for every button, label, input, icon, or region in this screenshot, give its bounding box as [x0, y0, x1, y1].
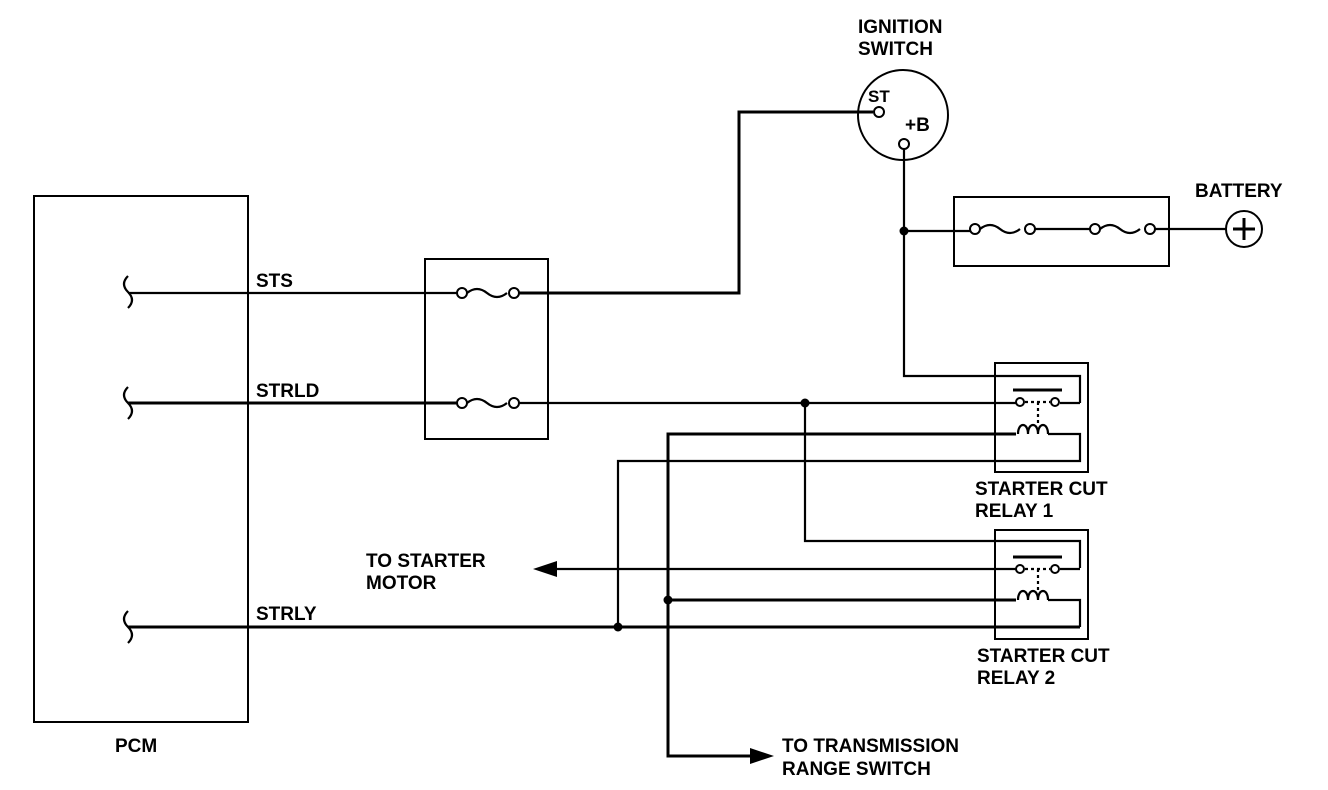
sts-label: STS — [256, 271, 293, 292]
strly-junction-dot — [613, 622, 623, 632]
relay1-label-line1: STARTER CUT — [975, 479, 1108, 500]
relay1-box — [994, 362, 1089, 473]
relay1-to-strly-wire — [616, 459, 1016, 627]
battery-label: BATTERY — [1195, 181, 1283, 202]
fuse-batt1-terminal-right — [1024, 223, 1036, 235]
relay2-contact-left — [1015, 564, 1025, 574]
fuse-block-pcm — [424, 258, 549, 440]
sts-to-ignition-wire — [519, 110, 873, 295]
relay1-coil-right-wire — [1016, 432, 1082, 463]
fuse-sts-terminal-left — [456, 287, 468, 299]
fuse-batt1-icon — [979, 223, 1021, 235]
trs-junction-dot — [663, 595, 673, 605]
ignition-b-terminal — [898, 138, 910, 150]
trs-label-line2: RANGE SWITCH — [782, 759, 931, 780]
ignition-switch-label-line1: IGNITION — [858, 17, 942, 38]
fuse-batt2-terminal-left — [1089, 223, 1101, 235]
strly-label: STRLY — [256, 604, 317, 625]
starter-motor-label-line1: TO STARTER — [366, 551, 486, 572]
relay1-contact-left — [1015, 397, 1025, 407]
battery-positive-icon — [1225, 210, 1263, 248]
trs-arrow-icon — [750, 748, 774, 764]
fuse-sts-terminal-right — [508, 287, 520, 299]
strld-to-relay2-wire — [803, 403, 1082, 568]
fuse-strld-terminal-right — [508, 397, 520, 409]
relay2-coil-right-wire — [1048, 598, 1082, 627]
relay2-coil-icon — [1016, 589, 1050, 601]
relay2-label-line1: STARTER CUT — [977, 646, 1110, 667]
fuse-batt2-icon — [1099, 223, 1141, 235]
ignition-st-label: ST — [868, 87, 890, 106]
relay1-contact-right — [1050, 397, 1060, 407]
starter-motor-arrow-icon — [533, 561, 557, 577]
relay1-coil-left-wire — [666, 432, 1016, 758]
fuse-strld-icon — [466, 397, 508, 409]
ignition-st-terminal — [873, 106, 885, 118]
ignition-b-label: +B — [905, 115, 930, 136]
fuse-sts-icon — [466, 287, 508, 299]
relay2-contact-right — [1050, 564, 1060, 574]
relay1-coil-icon — [1016, 423, 1050, 435]
ignition-switch-label-line2: SWITCH — [858, 39, 933, 60]
starter-motor-label-line2: MOTOR — [366, 573, 437, 594]
relay2-label-line2: RELAY 2 — [977, 668, 1055, 689]
relay1-label-line2: RELAY 1 — [975, 501, 1054, 522]
fuse-batt1-terminal-left — [969, 223, 981, 235]
strld-label: STRLD — [256, 381, 319, 402]
b-plus-wire — [902, 149, 1082, 403]
fuse-strld-terminal-left — [456, 397, 468, 409]
fuse-batt2-terminal-right — [1144, 223, 1156, 235]
trs-label-line1: TO TRANSMISSION — [782, 736, 959, 757]
pcm-box — [33, 195, 249, 723]
pcm-label: PCM — [115, 736, 157, 757]
relay2-box — [994, 529, 1089, 640]
